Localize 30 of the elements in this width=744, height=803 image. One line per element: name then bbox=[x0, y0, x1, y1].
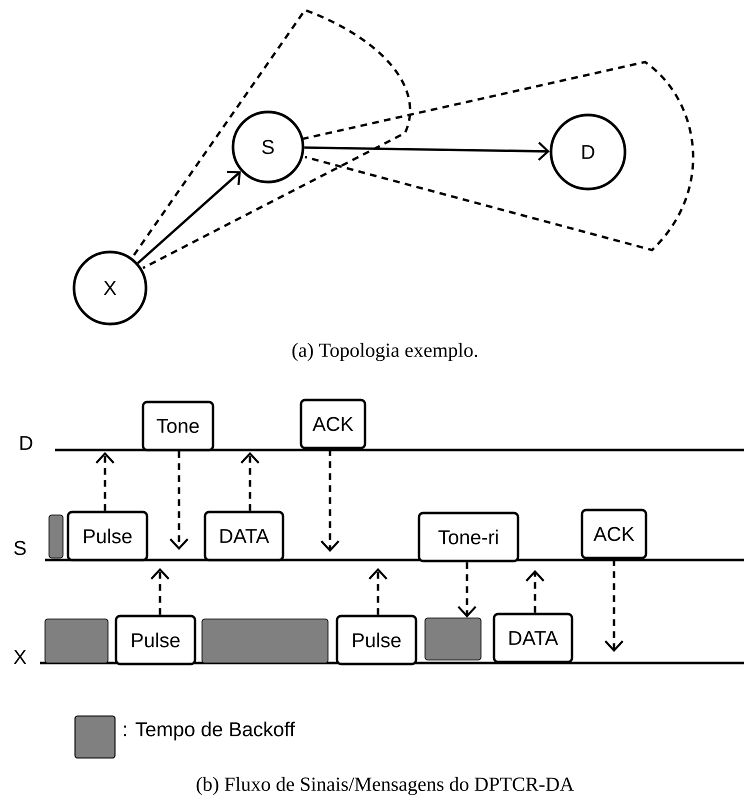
message-box: ACK bbox=[300, 398, 366, 450]
subfigure-caption: (a) Topologia exemplo. bbox=[292, 342, 478, 362]
arrow bbox=[604, 559, 624, 652]
message-box: DATA bbox=[204, 510, 284, 562]
backoff-box bbox=[202, 618, 328, 664]
message-box: Pulse bbox=[114, 614, 196, 666]
arrow bbox=[526, 570, 544, 613]
backoff-box bbox=[48, 514, 64, 558]
arrow bbox=[320, 449, 340, 552]
timeline-label: X bbox=[14, 650, 26, 664]
arrow bbox=[137, 170, 241, 264]
arrow bbox=[458, 562, 476, 618]
subfigure-caption: (b) Fluxo de Sinais/Mensagens do DPTCR-DA bbox=[196, 776, 574, 796]
arrow bbox=[304, 142, 550, 161]
arrow bbox=[150, 568, 170, 615]
message-box: DATA bbox=[492, 612, 574, 664]
message-box: Pulse bbox=[66, 510, 148, 562]
message-box: Tone bbox=[142, 400, 214, 452]
arrow bbox=[96, 452, 114, 511]
arrow bbox=[170, 451, 188, 550]
message-box: ACK bbox=[580, 508, 648, 560]
arrow bbox=[240, 452, 260, 511]
backoff-box bbox=[424, 618, 482, 660]
legend-text: : Tempo de Backoff bbox=[124, 722, 295, 740]
arrow bbox=[368, 568, 388, 615]
message-box: Pulse bbox=[336, 614, 418, 666]
message-box: Tone-ri bbox=[418, 512, 520, 562]
timeline-label: S bbox=[14, 540, 26, 556]
backoff-box bbox=[44, 618, 108, 664]
timeline-label: D bbox=[20, 436, 32, 450]
